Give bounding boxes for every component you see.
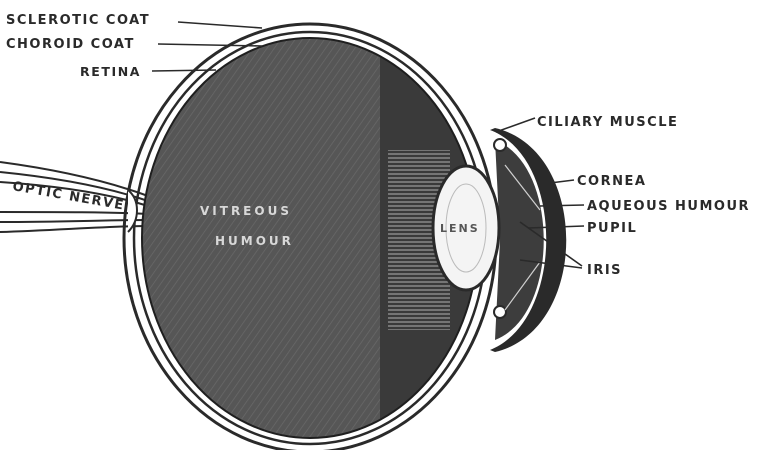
ciliary-muscle-lower — [494, 306, 506, 318]
aqueous-humour-label: AQUEOUS HUMOUR — [587, 199, 750, 214]
ciliary-muscle-upper — [494, 139, 506, 151]
cornea-label: CORNEA — [577, 174, 646, 189]
ciliary-muscle-label: CILIARY MUSCLE — [537, 115, 678, 130]
retina-label: RETINA — [80, 64, 141, 79]
vitreous-humour-label-line1: VITREOUS — [200, 204, 292, 218]
vitreous-humour-label-line2: HUMOUR — [215, 234, 294, 248]
choroid-coat-label: CHOROID COAT — [6, 37, 135, 52]
lens-label: LENS — [440, 222, 480, 235]
iris-label: IRIS — [587, 263, 622, 278]
sclerotic-coat-label: SCLEROTIC COAT — [6, 13, 150, 28]
pupil-label: PUPIL — [587, 221, 637, 236]
